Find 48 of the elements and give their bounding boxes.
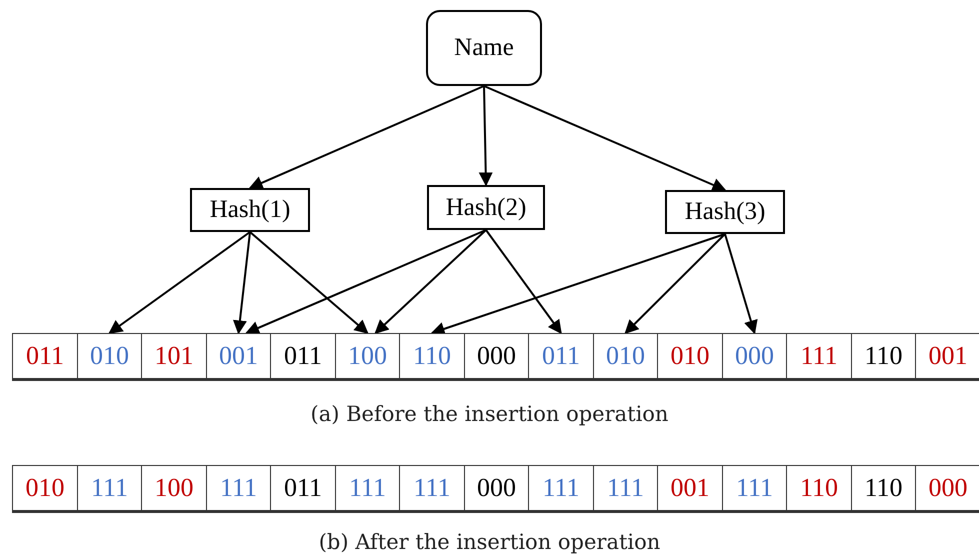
- array-cell: 000: [915, 465, 979, 513]
- array-cell: 100: [141, 465, 207, 513]
- name-box: Name: [426, 10, 542, 86]
- array-cell: 001: [915, 333, 979, 381]
- hash-box: Hash(2): [427, 185, 545, 230]
- arrow: [485, 229, 562, 334]
- array-cell: 111: [399, 465, 465, 513]
- array-cell: 111: [592, 465, 658, 513]
- array-cell: 110: [850, 465, 916, 513]
- arrow: [248, 85, 484, 190]
- array-cell: 111: [722, 465, 788, 513]
- arrow: [430, 233, 726, 336]
- arrow: [249, 231, 369, 334]
- caption: (a) Before the insertion operation: [310, 402, 668, 426]
- arrow: [624, 233, 726, 334]
- array-cell: 010: [657, 333, 723, 381]
- array-cell: 110: [786, 465, 852, 513]
- array-cell: 111: [528, 465, 594, 513]
- array-cell: 110: [399, 333, 465, 381]
- array-cell: 001: [657, 465, 723, 513]
- arrow: [245, 229, 486, 334]
- array-cell: 000: [464, 333, 530, 381]
- array-cell: 000: [464, 465, 530, 513]
- arrow: [374, 229, 487, 334]
- array-cell: 110: [850, 333, 916, 381]
- array-cell: 011: [270, 333, 336, 381]
- hash-box: Hash(3): [665, 190, 785, 234]
- arrow: [108, 231, 251, 334]
- array-cell: 000: [722, 333, 788, 381]
- array-cell: 011: [528, 333, 594, 381]
- array-cell: 111: [786, 333, 852, 381]
- array-cell: 111: [76, 465, 142, 513]
- array-cell: 111: [206, 465, 272, 513]
- hash-box: Hash(1): [190, 188, 310, 232]
- array-cell: 010: [592, 333, 658, 381]
- arrow: [484, 85, 726, 192]
- arrow: [232, 232, 251, 334]
- arrow: [724, 234, 758, 334]
- array-cell: 010: [12, 465, 78, 513]
- array-cell: 001: [206, 333, 272, 381]
- array-cell: 011: [270, 465, 336, 513]
- array-cell: 101: [141, 333, 207, 381]
- array-cell: 010: [76, 333, 142, 381]
- array-cell: 100: [334, 333, 400, 381]
- arrow: [478, 86, 493, 186]
- caption: (b) After the insertion operation: [318, 530, 660, 554]
- array-cell: 011: [12, 333, 78, 381]
- array-cell: 111: [334, 465, 400, 513]
